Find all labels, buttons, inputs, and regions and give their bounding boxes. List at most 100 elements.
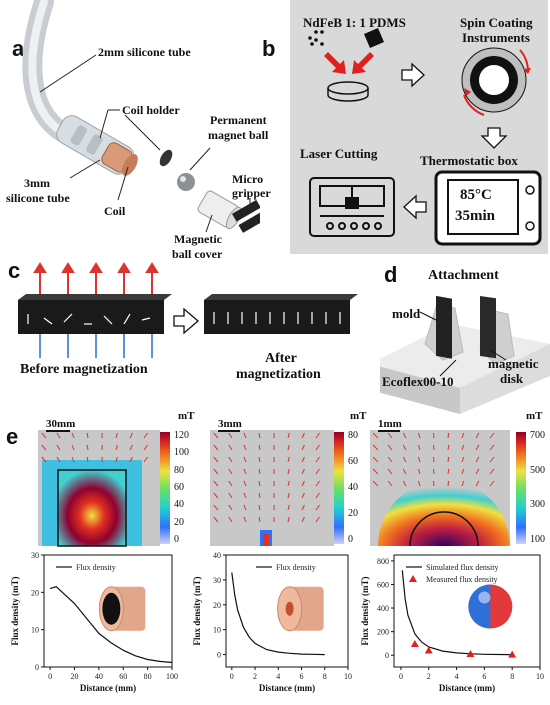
x-tick-label: 0 [399,672,403,681]
plot-frame [43,554,173,668]
field-arrow [475,468,480,475]
petri-dish-icon [327,81,369,102]
x-tick-label: 4 [455,672,459,681]
y-tick-label: 200 [377,628,389,637]
red-field-arrows [33,262,159,302]
field-arrow [387,432,393,439]
y-tick-label: 10 [213,626,221,635]
colorbar-tick: 120 [174,430,189,441]
label-magnetic-disk-1: magnetic [488,356,539,371]
field-arrow [41,432,47,439]
measured-point [508,650,517,658]
field-arrow [301,516,305,523]
label-mold: mold [392,306,421,321]
field-map-1 [38,430,170,547]
y-tick-label: 40 [213,551,221,560]
colorbar-unit-2: mT [350,410,367,422]
plot-frame [393,554,541,668]
field-arrow [56,432,61,439]
field-arrow [287,492,290,499]
colorbar-tick: 20 [348,508,358,519]
field-arrow [213,456,219,463]
measured-point [424,646,433,654]
legend-label: Flux density [276,563,316,572]
coil-holder-cylinder-icon [277,586,324,632]
magnet-ball [177,173,195,191]
field-arrow [228,504,233,511]
flow-arrow-c [173,307,199,335]
panel-label-a: a [12,36,25,61]
series-line [49,586,173,664]
field-arrow [287,456,290,463]
label-coil: Coil [104,204,126,218]
field-arrow [417,456,421,463]
y-tick-label: 0 [217,651,221,660]
field-arrow [258,444,261,451]
panel-a-illustration [22,0,260,233]
field-arrow [228,480,233,487]
field-arrow [387,456,393,463]
colorbar-tick: 60 [348,456,358,467]
field-arrow [447,432,450,439]
measured-point [466,650,475,658]
field-arrow [243,504,247,511]
field-arrow [417,432,421,439]
field-arrow [315,492,320,499]
field-arrow [301,456,305,463]
magnet-disk [159,149,173,167]
field-arrow [213,492,219,499]
field-arrow [372,432,379,439]
legend-label: Flux density [76,563,116,572]
label-duration: 35min [455,208,496,224]
field-arrow [287,432,290,439]
field-arrow [489,468,495,475]
field-arrow [315,504,320,511]
field-arrow [461,432,465,439]
beaker-icon [364,28,384,48]
x-tick-label: 80 [144,672,152,681]
panel-label-c: c [8,258,21,283]
label-spin-coating-1: Spin Coating [460,15,533,30]
colorbar-tick: 100 [530,534,545,545]
field-arrow [402,444,407,451]
spin-coater-icon [461,47,531,116]
field-arrow [461,468,465,475]
label-after-magnetization-2: magnetization [236,367,321,382]
magnetic-disk-left [436,295,452,359]
x-tick-label: 6 [300,672,304,681]
colorbar-tick: 20 [174,516,184,528]
field-arrow [143,444,149,451]
field-arrow [387,480,393,487]
colorbar-tick: 300 [530,499,545,511]
measured-point [410,640,419,648]
label-magnetic-disk-2: disk [500,371,524,386]
colorbar-tick: 80 [174,464,184,476]
x-tick-label: 60 [119,672,127,681]
field-arrow [41,456,47,463]
field-arrow [213,444,219,451]
plot-frame [225,554,349,668]
label-laser-cutting: Laser Cutting [300,146,378,161]
field-maps [38,430,526,547]
scale-bar-3: 1mm [378,418,402,430]
field-arrow [287,504,290,511]
field-arrow [387,444,393,451]
x-tick-label: 8 [510,672,514,681]
legend-marker [409,575,417,582]
field-arrow [315,444,320,451]
label-spin-coating-2: Instruments [462,30,530,45]
panel-b-illustration [308,28,542,246]
y-axis-label: Flux density (mT) [192,576,202,645]
x-tick-label: 4 [276,672,280,681]
colorbar-tick: 100 [174,447,189,459]
field-arrow [387,468,393,475]
field-arrow [115,432,118,439]
field-arrow [129,432,133,439]
field-arrow [143,456,149,463]
field-arrow [315,432,320,439]
label-coil-holder: Coil holder [122,103,180,117]
x-tick-label: 0 [230,672,234,681]
scale-bar-2: 3mm [218,418,242,430]
